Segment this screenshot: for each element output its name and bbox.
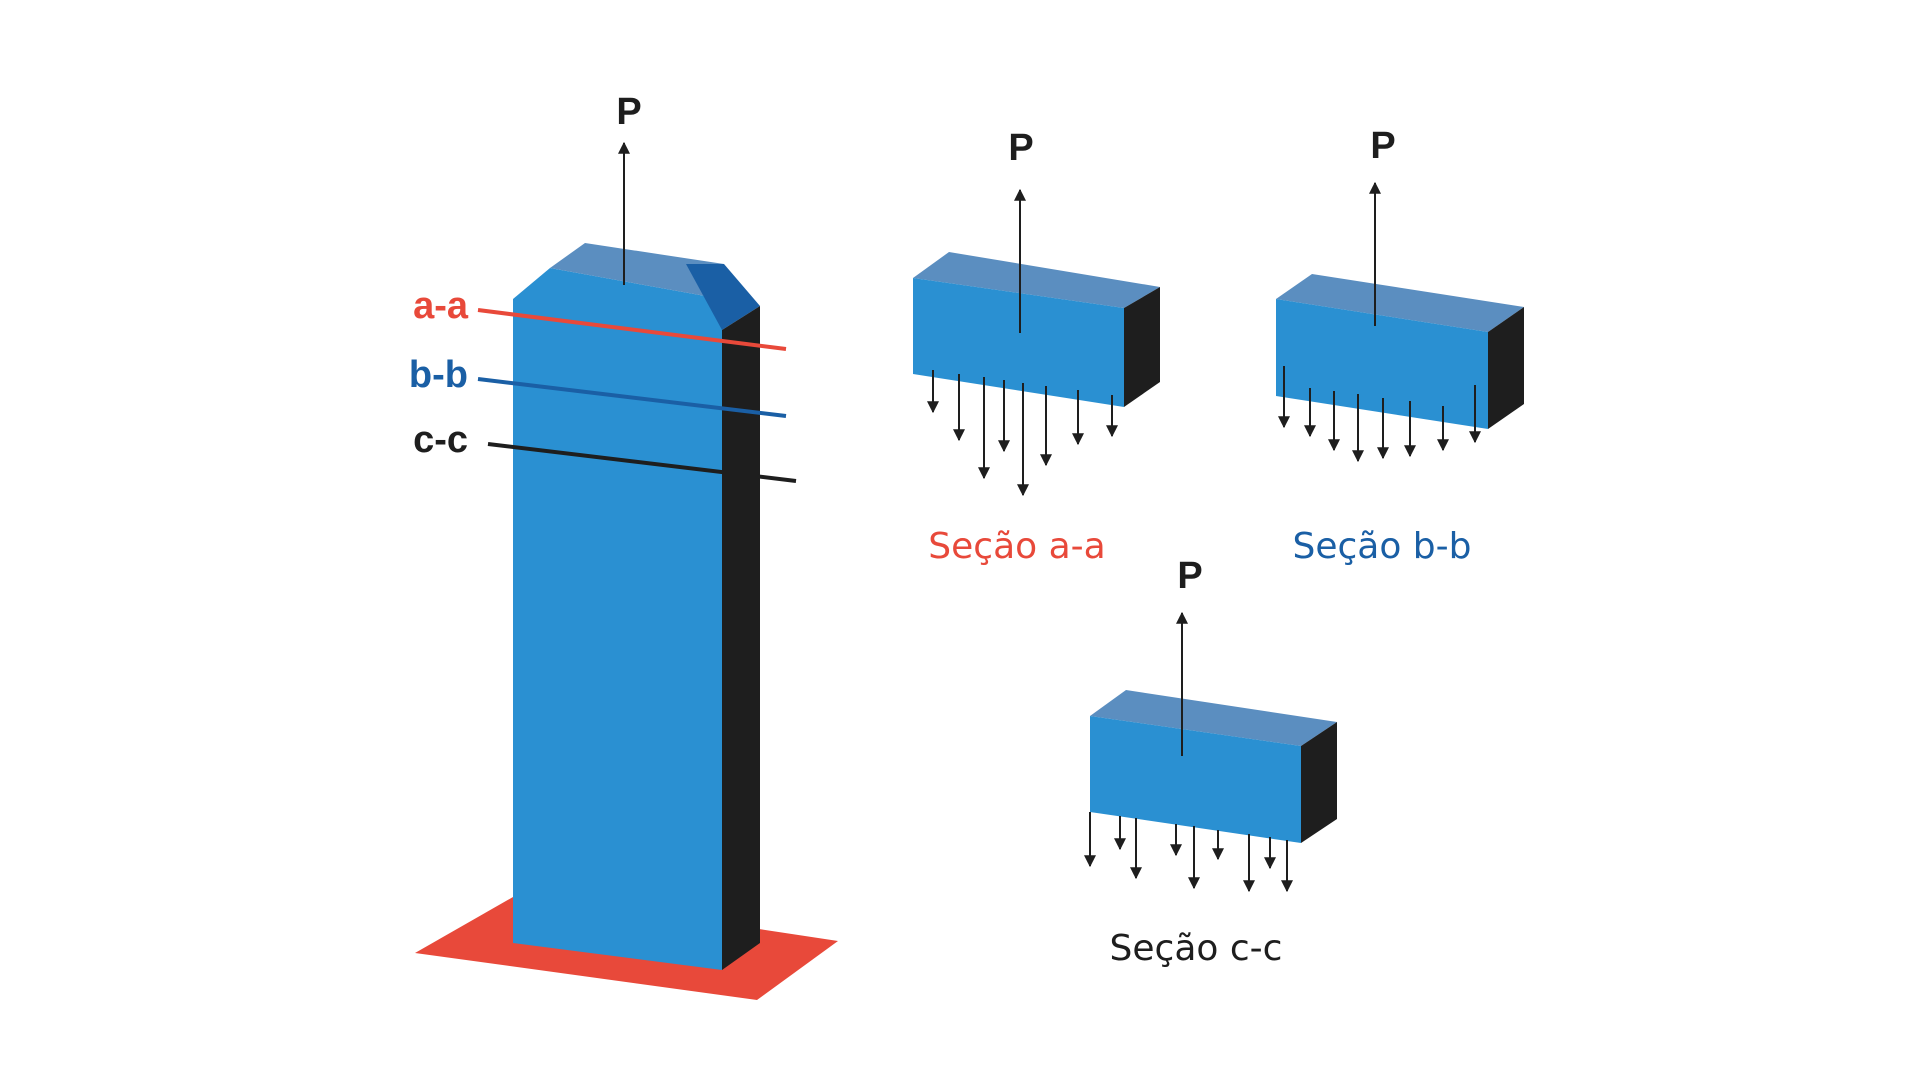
section-a-a-top-face bbox=[913, 252, 1160, 308]
section-b-b-group: P Seção b-b bbox=[1276, 125, 1524, 567]
cut-label-a-a: a-a bbox=[413, 285, 469, 327]
section-b-b-side-face bbox=[1488, 307, 1524, 429]
section-b-b-caption: Seção b-b bbox=[1292, 526, 1471, 567]
load-label-section-b-b: P bbox=[1370, 125, 1395, 167]
section-c-c-side-face bbox=[1301, 722, 1337, 843]
stress-arrows-section-b-b bbox=[1278, 366, 1481, 463]
section-a-a-group: P Seção a-a bbox=[913, 127, 1160, 567]
cut-line-c-c bbox=[487, 442, 797, 483]
section-c-c-group: P Seção c-c bbox=[1084, 555, 1337, 969]
load-label-section-a-a: P bbox=[1008, 127, 1033, 169]
load-label-section-c-c: P bbox=[1177, 555, 1202, 597]
column-front-face bbox=[513, 268, 722, 970]
section-c-c-caption: Seção c-c bbox=[1110, 928, 1283, 969]
cut-label-c-c: c-c bbox=[413, 419, 468, 461]
section-c-c-top-face bbox=[1090, 690, 1337, 746]
stress-arrows-section-c-c bbox=[1084, 812, 1293, 893]
column-top-face bbox=[550, 243, 724, 299]
section-c-c-front-face bbox=[1090, 716, 1301, 843]
column-group: a-a b-b c-c P bbox=[409, 91, 838, 1000]
section-a-a-caption: Seção a-a bbox=[928, 526, 1105, 567]
cut-label-b-b: b-b bbox=[409, 354, 468, 396]
cut-line-b-b bbox=[477, 377, 787, 418]
column-chamfer-face bbox=[686, 264, 760, 330]
stress-arrows-section-a-a bbox=[927, 370, 1118, 497]
section-a-a-side-face bbox=[1124, 287, 1160, 407]
section-b-b-front-face bbox=[1276, 299, 1488, 429]
load-label-column: P bbox=[616, 91, 641, 133]
cut-line-a-a bbox=[477, 308, 787, 351]
section-b-b-top-face bbox=[1276, 274, 1524, 332]
column-side-face bbox=[722, 306, 760, 970]
section-a-a-front-face bbox=[913, 278, 1124, 407]
